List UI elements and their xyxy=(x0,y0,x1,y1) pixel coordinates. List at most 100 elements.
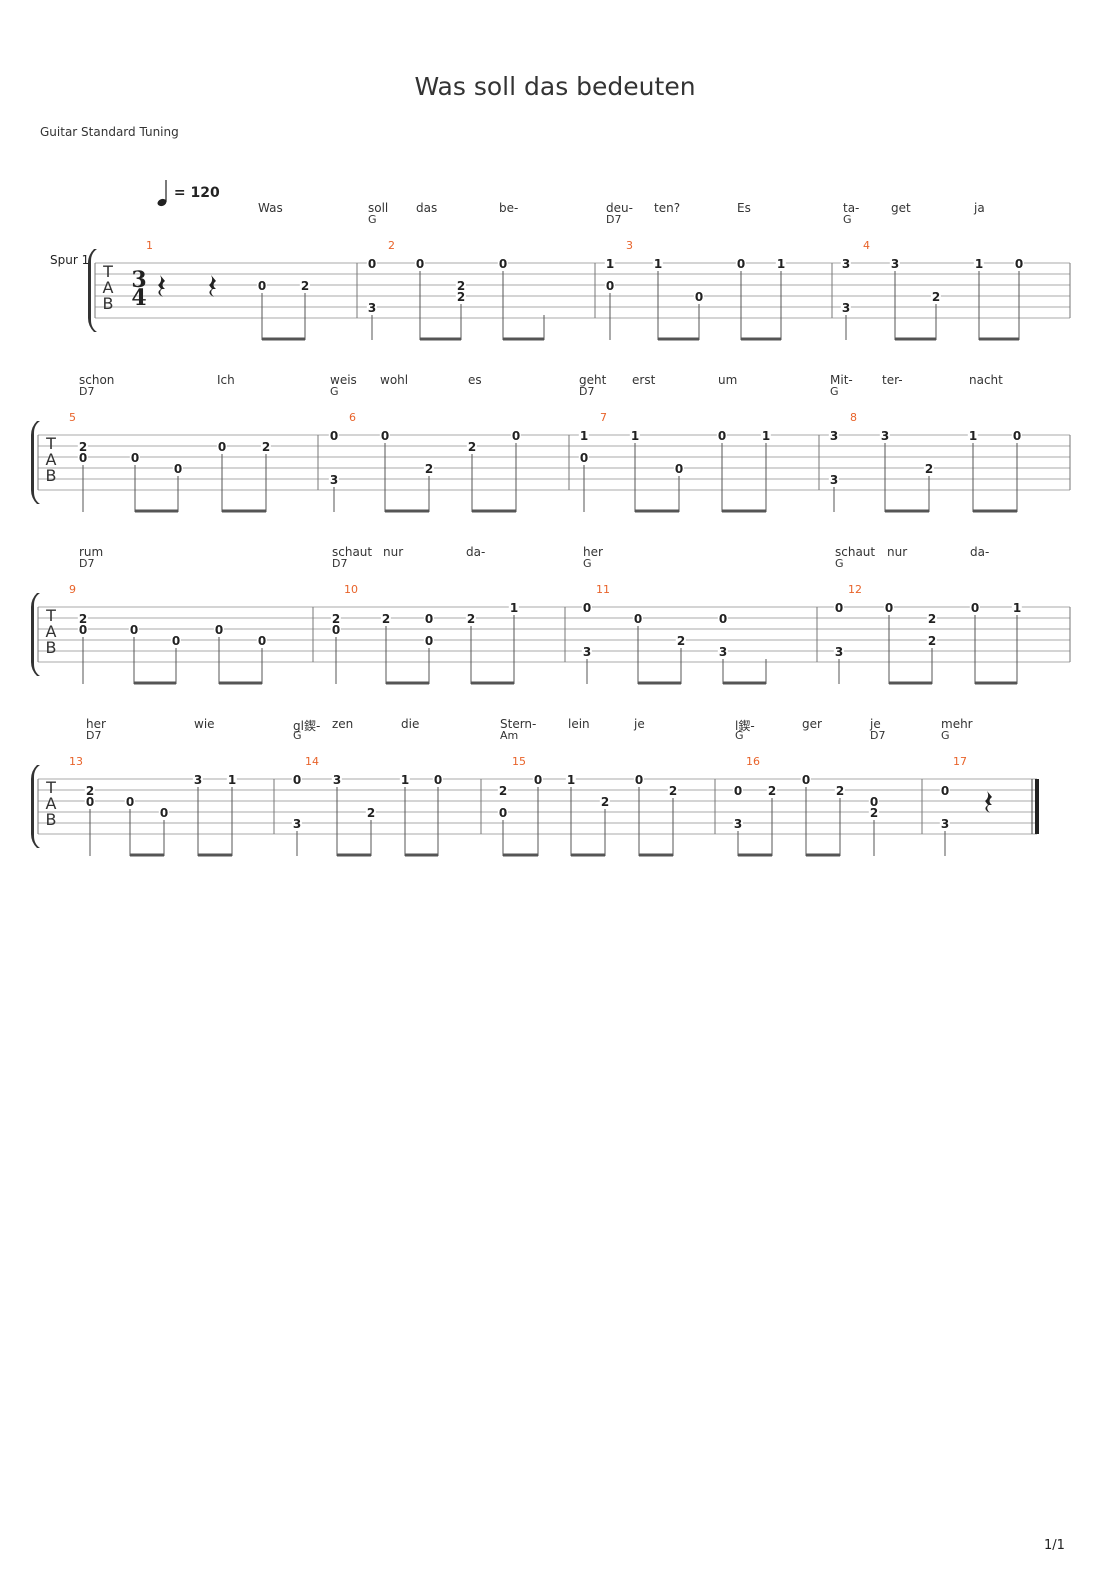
fret-number: 0 xyxy=(423,634,435,648)
time-signature-bottom: 4 xyxy=(131,285,147,311)
page-title: Was soll das bedeuten xyxy=(414,72,696,101)
fret-number: 0 xyxy=(414,257,426,271)
fret-number: 3 xyxy=(717,645,729,659)
fret-number: 0 xyxy=(328,429,340,443)
fret-number: 1 xyxy=(604,257,616,271)
fret-number: 1 xyxy=(973,257,985,271)
chord-name: G xyxy=(293,729,302,742)
fret-number: 3 xyxy=(879,429,891,443)
fret-number: 2 xyxy=(380,612,392,626)
fret-number: 0 xyxy=(291,773,303,787)
chord-name: G xyxy=(330,385,339,398)
lyric-syllable: schaut xyxy=(835,545,876,559)
fret-number: 0 xyxy=(732,784,744,798)
fret-number: 1 xyxy=(967,429,979,443)
fret-number: 0 xyxy=(366,257,378,271)
fret-number: 3 xyxy=(833,645,845,659)
fret-number: 0 xyxy=(673,462,685,476)
tab-clef-letter: B xyxy=(102,294,114,313)
fret-number: 0 xyxy=(77,623,89,637)
fret-number: 0 xyxy=(632,612,644,626)
fret-number: 2 xyxy=(667,784,679,798)
system-bracket xyxy=(31,593,40,676)
lyric-syllable: da- xyxy=(970,545,990,559)
fret-number: 3 xyxy=(328,473,340,487)
fret-number: 2 xyxy=(330,612,342,626)
fret-number: 0 xyxy=(379,429,391,443)
fret-number: 1 xyxy=(760,429,772,443)
fret-number: 2 xyxy=(926,634,938,648)
fret-number: 2 xyxy=(466,440,478,454)
measure-number: 6 xyxy=(349,411,356,424)
lyric-syllable: ja xyxy=(974,201,985,215)
tab-clef-letter: T xyxy=(103,262,113,281)
measure-number: 17 xyxy=(953,755,967,768)
fret-number: 0 xyxy=(800,773,812,787)
fret-number: 2 xyxy=(455,290,467,304)
chord-name: G xyxy=(941,729,950,742)
lyric-syllable: gl鍥- xyxy=(293,719,321,733)
measure-number: 8 xyxy=(850,411,857,424)
fret-number: 0 xyxy=(883,601,895,615)
fret-number: 0 xyxy=(128,623,140,637)
fret-number: 2 xyxy=(260,440,272,454)
lyric-syllable: l鍥- xyxy=(735,719,755,733)
fret-number: 0 xyxy=(256,634,268,648)
fret-number: 3 xyxy=(581,645,593,659)
chord-name: D7 xyxy=(332,557,348,570)
tab-clef-letter: A xyxy=(45,622,57,641)
fret-number: 3 xyxy=(192,773,204,787)
lyric-syllable: das xyxy=(416,201,438,215)
tab-clef-letter: T xyxy=(46,434,56,453)
system-bracket xyxy=(31,765,40,848)
chord-name: G xyxy=(830,385,839,398)
lyric-syllable: Mit- xyxy=(830,373,853,387)
measure-number: 2 xyxy=(388,239,395,252)
chord-name: G xyxy=(583,557,592,570)
measure-number: 1 xyxy=(146,239,153,252)
lyric-syllable: die xyxy=(401,717,420,731)
chord-name: G xyxy=(735,729,744,742)
time-signature-top: 3 xyxy=(131,267,147,293)
chord-name: D7 xyxy=(606,213,622,226)
fret-number: 2 xyxy=(766,784,778,798)
fret-number: 0 xyxy=(497,257,509,271)
tab-clef-letter: A xyxy=(45,450,57,469)
tab-clef-letter: T xyxy=(46,778,56,797)
fret-number: 1 xyxy=(399,773,411,787)
fret-number: 0 xyxy=(939,784,951,798)
fret-number: 0 xyxy=(578,451,590,465)
fret-number: 1 xyxy=(508,601,520,615)
lyric-syllable: lein xyxy=(568,717,590,731)
measure-number: 10 xyxy=(344,583,358,596)
fret-number: 0 xyxy=(1011,429,1023,443)
measure-number: 11 xyxy=(596,583,610,596)
fret-number: 0 xyxy=(510,429,522,443)
quarter-note-icon xyxy=(157,180,167,207)
measure-number: 13 xyxy=(69,755,83,768)
tuning-label: Guitar Standard Tuning xyxy=(40,125,179,139)
fret-number: 2 xyxy=(455,279,467,293)
measure-number: 4 xyxy=(863,239,870,252)
fret-number: 0 xyxy=(604,279,616,293)
fret-number: 0 xyxy=(124,795,136,809)
lyric-syllable: ter- xyxy=(882,373,903,387)
fret-number: 3 xyxy=(889,257,901,271)
fret-number: 0 xyxy=(170,634,182,648)
lyric-syllable: je xyxy=(870,717,881,731)
fret-number: 2 xyxy=(834,784,846,798)
fret-number: 0 xyxy=(497,806,509,820)
lyric-syllable: Stern- xyxy=(500,717,537,731)
chord-name: D7 xyxy=(870,729,886,742)
lyric-syllable: wie xyxy=(194,717,215,731)
lyric-syllable: rum xyxy=(79,545,104,559)
fret-number: 3 xyxy=(939,817,951,831)
fret-number: 2 xyxy=(365,806,377,820)
tab-clef-letter: B xyxy=(45,466,57,485)
tempo-marking: = 120 xyxy=(155,178,220,208)
fret-number: 3 xyxy=(828,429,840,443)
tab-clef-letter: T xyxy=(46,606,56,625)
lyric-syllable: ger xyxy=(802,717,822,731)
chord-name: D7 xyxy=(86,729,102,742)
